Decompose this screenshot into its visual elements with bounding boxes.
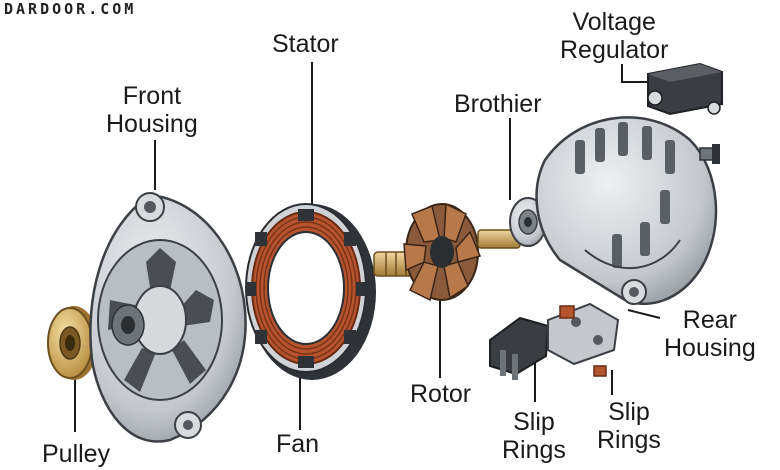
label-slip-rings-1: Slip Rings	[502, 408, 566, 464]
front-housing	[89, 192, 247, 443]
label-pulley: Pulley	[42, 440, 111, 468]
label-front-housing-line1: Front	[122, 82, 182, 110]
label-front-housing: Front Housing	[106, 82, 198, 138]
label-slip-rings-2: Slip Rings	[597, 398, 661, 454]
label-rear-housing: Rear Housing	[664, 306, 756, 362]
rotor	[373, 202, 521, 302]
label-slip-rings-2-line1: Slip	[608, 398, 650, 426]
label-front-housing-line2: Housing	[106, 110, 198, 138]
label-slip-rings-1-line2: Rings	[502, 436, 566, 464]
label-voltage-regulator-line1: Voltage	[572, 8, 656, 36]
leader-rear-housing	[627, 309, 661, 319]
label-stator: Stator	[272, 30, 339, 58]
label-slip-rings-2-line2: Rings	[597, 426, 661, 454]
label-slip-rings-1-line1: Slip	[513, 408, 555, 436]
label-brothier: Brothier	[454, 90, 542, 118]
pulley	[47, 306, 98, 380]
brush-holder	[489, 302, 620, 380]
label-rear-housing-line1: Rear	[682, 306, 737, 334]
leader-voltage-regulator	[621, 64, 655, 83]
label-rear-housing-line2: Housing	[664, 334, 756, 362]
label-voltage-regulator: Voltage Regulator	[560, 8, 668, 64]
label-fan: Fan	[276, 430, 320, 458]
voltage-regulator	[647, 62, 723, 116]
label-voltage-regulator-line2: Regulator	[560, 36, 669, 64]
stator	[245, 203, 376, 380]
watermark: DARDOOR.COM	[4, 0, 137, 18]
label-rotor: Rotor	[410, 380, 472, 408]
rear-housing	[535, 116, 720, 305]
